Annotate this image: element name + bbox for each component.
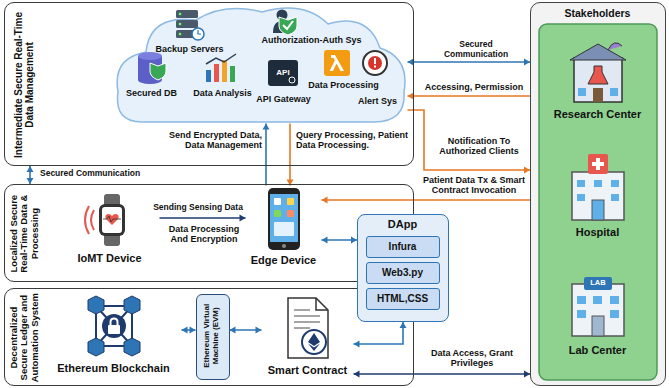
device-figure: IoMT Device: [60, 190, 160, 276]
arrow-head: [354, 371, 360, 378]
connector: [354, 371, 531, 378]
connector: [287, 124, 294, 186]
lab-building-icon: [568, 266, 628, 338]
connector: [263, 124, 270, 186]
connector-line: [265, 124, 267, 186]
connector-line: [408, 61, 531, 63]
blockchain-icon: [84, 294, 144, 358]
connector: [27, 166, 34, 184]
layer-band: Decentralized Secure Ledger and Automati…: [4, 288, 414, 386]
edge-label: Data Access, Grant Privileges: [420, 348, 524, 369]
arrow-head: [256, 327, 262, 334]
arrow-head: [408, 93, 414, 100]
section-title: Decentralized Secure Ledger and Automati…: [9, 291, 40, 383]
connector-line: [160, 217, 246, 219]
connector-line: [408, 110, 531, 170]
node-label: Lab Center: [545, 344, 651, 357]
connector-line: [354, 322, 404, 344]
node-label: Hospital: [545, 226, 651, 239]
connector: [408, 59, 531, 66]
node-label: Infura: [367, 241, 439, 253]
arrow-head: [230, 327, 236, 334]
arrow-head: [354, 341, 360, 348]
edge-label: Patient Data Tx & Smart Contract Invocat…: [420, 175, 528, 196]
annotation: Data Processing And Encryption: [164, 224, 244, 245]
connector: [408, 93, 531, 100]
connector-line: [289, 124, 291, 186]
connector: [322, 197, 531, 204]
device-figure: Edge Device: [246, 186, 322, 276]
section-title: Ethereum Virtual Machine (EVM): [203, 296, 221, 376]
edge-label: Secured Communication: [40, 169, 160, 179]
connector: [182, 327, 196, 334]
icon-caption: Data Processing: [304, 80, 384, 90]
arrow-head: [322, 237, 328, 244]
section-title: Intermediate Secure Real-Time Data Manag…: [13, 10, 35, 160]
connector: [408, 110, 531, 174]
connector: [354, 322, 407, 348]
node-label: Research Center: [545, 108, 651, 121]
component-box: Infura: [366, 236, 440, 258]
process-box: Ethereum Virtual Machine (EVM): [196, 294, 230, 380]
stakeholder-group: StakeholdersResearch CenterHospitalLab C…: [530, 2, 666, 386]
arrow-head: [408, 59, 414, 66]
research-building-icon: [568, 32, 628, 104]
arrow-head: [263, 124, 270, 130]
smartwatch-icon: [80, 194, 140, 246]
edge-label: Accessing, Permission: [420, 82, 528, 92]
connector: [322, 237, 358, 244]
node-label: Web3.py: [367, 267, 439, 279]
icon-caption: Alert Sys: [350, 96, 406, 106]
blockchain-figure: Ethereum Blockchain: [46, 292, 182, 384]
smartphone-icon: [268, 188, 300, 250]
node-label: Ethereum Blockchain: [46, 362, 182, 375]
icon-caption: Data Analysis: [190, 88, 256, 98]
arrow-head: [190, 327, 196, 334]
arrow-head: [322, 197, 328, 204]
stakeholder-figure: Hospital: [545, 146, 651, 250]
arrow-head: [240, 215, 246, 222]
edge-label: Sending Sensing Data: [148, 203, 248, 213]
connector-line: [354, 373, 531, 375]
icon-caption: Backup Servers: [148, 44, 232, 54]
node-label: Smart Contract: [262, 364, 354, 377]
stakeholder-figure: Research Center: [545, 30, 651, 132]
edge-label: Query Processing, Patient Data Processin…: [296, 130, 410, 151]
edge-label: Notification To Authorized Clients: [430, 136, 528, 157]
layer-band: Localized Secure Real-Time Data & Proces…: [4, 184, 414, 282]
component-box: HTML,CSS: [366, 288, 440, 310]
smart-contract-icon: [284, 296, 332, 360]
node-label: Stakeholders: [531, 7, 664, 19]
connector: [160, 215, 246, 222]
hospital-building-icon: [568, 150, 628, 222]
connector-line: [408, 95, 531, 97]
connector: [230, 327, 262, 334]
node-label: HTML,CSS: [367, 293, 439, 305]
arrow-head: [27, 166, 34, 172]
stakeholder-figure: Lab Center: [545, 262, 651, 368]
node-label: Edge Device: [246, 254, 322, 267]
dapp-box: DAppInfuraWeb3.pyHTML,CSS: [357, 214, 449, 322]
connector-line: [322, 199, 531, 201]
section-title: Localized Secure Real-Time Data & Proces…: [9, 187, 40, 279]
component-box: Web3.py: [366, 262, 440, 284]
arrow-head: [400, 322, 407, 328]
cloud-shape: Backup Servers Authorization-Auth SysSecu…: [112, 4, 408, 124]
icon-caption: Authorization-Auth Sys: [252, 35, 372, 45]
layer-band: Intermediate Secure Real-Time Data Manag…: [4, 2, 414, 166]
arrow-head: [182, 327, 188, 334]
edge-label: Send Encrypted Data, Data Management: [150, 130, 262, 151]
node-label: IoMT Device: [60, 252, 160, 265]
edge-label: Secured Communication: [428, 40, 524, 60]
icon-caption: API Gateway: [252, 94, 316, 104]
contract-figure: Smart Contract: [262, 294, 354, 384]
icon-caption: Secured DB: [120, 88, 184, 98]
node-label: DApp: [358, 218, 447, 231]
